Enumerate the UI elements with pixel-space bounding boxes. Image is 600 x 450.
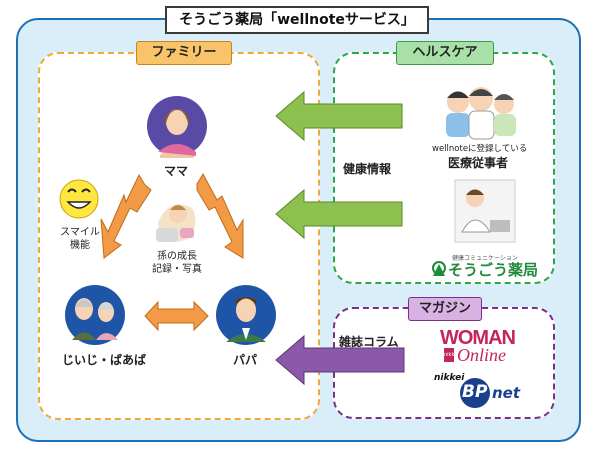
registered-label: wellnoteに登録している: [432, 144, 528, 154]
woman-online-logo-top: WOMAN: [440, 327, 516, 349]
smile-label: スマイル 機能: [58, 226, 102, 252]
arrow-health-1: [275, 90, 403, 142]
arrow-mama-papa: [196, 172, 244, 259]
magazine-column-label: 雑誌コラム: [339, 335, 399, 349]
pharmacist-icon: [454, 179, 516, 243]
grandchild-label-line-2: 記録・写真: [152, 264, 202, 275]
mama-icon: [147, 96, 207, 158]
diagram-title: そうごう薬局「wellnoteサービス」: [165, 6, 429, 34]
bp-net-text: net: [492, 384, 521, 402]
health-info-label: 健康情報: [343, 162, 392, 176]
woman-online-logo-bottom: Online: [457, 345, 506, 365]
bp-logo-text: BP: [462, 382, 488, 402]
smile-label-line-2: 機能: [70, 240, 90, 251]
pharmacy-logo-icon: [432, 261, 446, 276]
magazine-arrow: [275, 334, 405, 386]
grandchild-label-line-1: 孫の成長: [157, 251, 197, 262]
grandparents-label: じいじ・ばあば: [62, 353, 147, 367]
woman-online-nikkei-badge: nikkei: [444, 348, 459, 362]
pharmacy-name: そうごう薬局: [448, 261, 539, 279]
grandparents-icon: [65, 285, 125, 345]
papa-label: パパ: [233, 353, 258, 367]
medical-staff-icon: [446, 87, 516, 140]
medical-staff-label: 医療従事者: [448, 156, 509, 170]
pharmacy-small-label: 健康コミュニケーション: [452, 255, 518, 262]
arrow-mama-grandparents: [100, 173, 152, 259]
arrow-grandparents-papa: [144, 300, 209, 332]
smile-label-line-1: スマイル: [60, 227, 100, 238]
family-tag: ファミリー: [136, 41, 232, 65]
smile-icon: [59, 179, 99, 219]
arrow-health-2: [275, 188, 403, 240]
magazine-tag: マガジン: [408, 297, 482, 321]
healthcare-tag: ヘルスケア: [396, 41, 494, 65]
mama-label: ママ: [164, 164, 189, 178]
healthcare-panel: [333, 52, 555, 284]
papa-icon: [216, 285, 276, 345]
grandchild-label: 孫の成長 記録・写真: [146, 250, 208, 276]
health-arrows: [275, 90, 403, 240]
nikkei-bp-logo-icon: [460, 378, 490, 408]
nikkei-bp-prefix: nikkei: [434, 373, 465, 383]
baby-icon: [156, 204, 196, 242]
family-arrows: [100, 172, 244, 332]
